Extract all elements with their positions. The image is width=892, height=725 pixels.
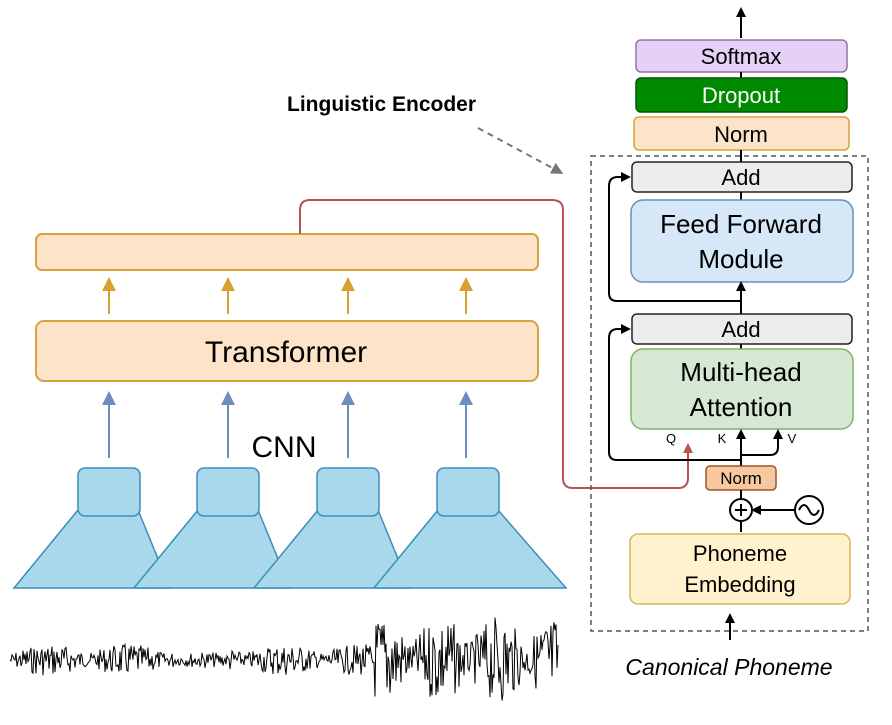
norm-small-label: Norm [720, 469, 762, 488]
cnn-label: CNN [252, 431, 317, 464]
add-mid-label: Add [721, 317, 760, 342]
cnn-block-2 [132, 467, 292, 589]
softmax-label: Softmax [701, 44, 782, 69]
add-top-label: Add [721, 165, 760, 190]
canonical-phoneme-label: Canonical Phoneme [625, 654, 832, 680]
transformer-block [35, 320, 539, 382]
v-arrow [741, 429, 783, 456]
transformer-to-output-arrows [102, 277, 473, 314]
cnn-blocks [12, 467, 568, 589]
audio-waveform [9, 617, 559, 701]
feed-forward-label-1: Feed Forward [660, 209, 822, 239]
cnn-block-1 [12, 467, 172, 589]
q-label: Q [666, 431, 676, 446]
phoneme-label-1: Phoneme [693, 541, 787, 566]
mha-label-1: Multi-head [680, 357, 801, 387]
dropout-block [635, 77, 848, 113]
v-label: V [788, 431, 797, 446]
phoneme-label-2: Embedding [684, 572, 795, 597]
k-label: K [718, 431, 727, 446]
acoustic-to-query-connector [299, 199, 693, 489]
phoneme-embedding-block [629, 533, 851, 605]
positional-encoding-icon [751, 495, 824, 525]
norm-top-label: Norm [714, 122, 768, 147]
cnn-block-4 [372, 467, 568, 589]
transformer-label: Transformer [205, 336, 367, 369]
linguistic-encoder-label: Linguistic Encoder [287, 93, 476, 116]
ff-residual-arrow [608, 172, 741, 302]
linguistic-encoder-boundary [590, 155, 869, 632]
feed-forward-label-2: Module [698, 244, 783, 274]
mha-label-2: Attention [690, 392, 793, 422]
encoder-pointer-arrow [477, 127, 564, 174]
cnn-to-transformer-arrows [102, 391, 473, 458]
cnn-block-3 [252, 467, 412, 589]
acoustic-output-bar [35, 233, 539, 271]
dropout-label: Dropout [702, 83, 780, 108]
mha-residual-arrow [608, 324, 741, 461]
